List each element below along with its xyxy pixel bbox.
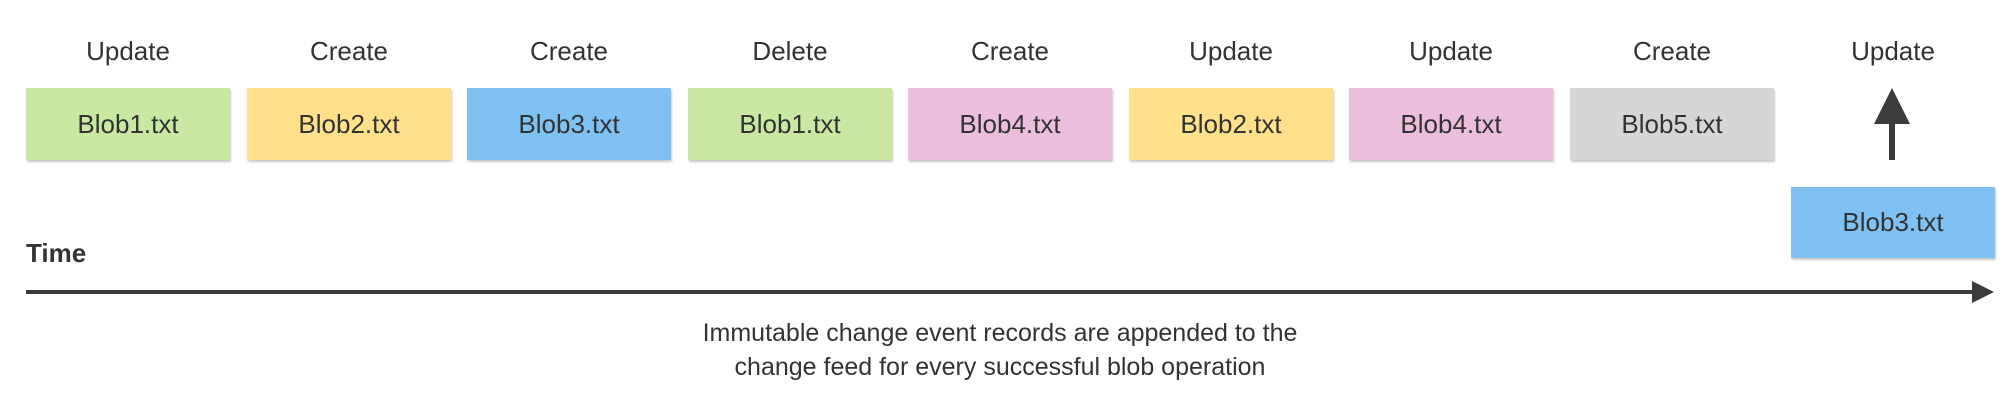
diagram-caption: Immutable change event records are appen… [560,316,1440,384]
caption-line-1: Immutable change event records are appen… [702,319,1298,347]
event-blob-box: Blob5.txt [1570,88,1774,160]
event-operation-label: Delete [752,36,828,66]
event-operation-label: Create [309,36,389,66]
caption-line-2: change feed for every successful blob op… [734,353,1266,381]
event-operation-label: Update [86,36,170,66]
time-axis-label: Time [26,238,87,268]
event-blob-box: Blob1.txt [688,88,892,160]
incoming-blob-box: Blob3.txt [1791,187,1995,258]
event-operation-label: Create [970,36,1050,66]
event-operation-label: Update [1409,36,1493,66]
time-axis-arrowhead [1972,281,1994,303]
event-operation-label: Create [1632,36,1712,66]
event-blob-box: Blob2.txt [247,88,451,160]
event-blob-box: Blob2.txt [1129,88,1333,160]
append-arrow-head [1874,88,1910,124]
event-blob-box: Blob4.txt [908,88,1112,160]
event-blob-box: Blob1.txt [26,88,230,160]
incoming-operation-label: Update [1851,36,1935,66]
event-operation-label: Update [1189,36,1273,66]
event-blob-box: Blob4.txt [1349,88,1553,160]
event-operation-label: Create [529,36,609,66]
event-blob-box: Blob3.txt [467,88,671,160]
